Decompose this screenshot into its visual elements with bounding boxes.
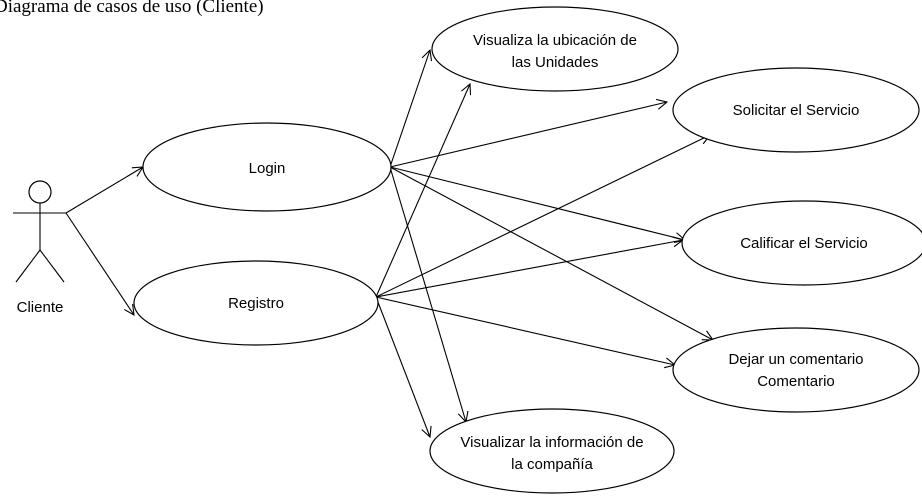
- association-registro-to-solicitar: [375, 135, 710, 298]
- actor-label: Cliente: [17, 299, 64, 316]
- usecase-calificar[interactable]: Calificar el Servicio: [681, 200, 922, 286]
- usecase-solicitar[interactable]: Solicitar el Servicio: [672, 67, 920, 153]
- association-login-to-comentario: [389, 166, 713, 340]
- usecase-comentario[interactable]: Dejar un comentario Comentario: [672, 327, 920, 413]
- association-actor-to-login: [65, 167, 143, 214]
- association-login-to-visualiza_ubicacion: [389, 50, 430, 168]
- usecase-registro[interactable]: Registro: [133, 260, 379, 346]
- usecase-login[interactable]: Login: [142, 122, 392, 212]
- association-login-to-solicitar: [389, 102, 667, 168]
- actor-cliente[interactable]: Cliente: [13, 180, 66, 316]
- association-registro-to-informacion: [375, 296, 430, 437]
- usecase-visualiza-ubicacion-line2: las Unidades: [512, 54, 599, 71]
- usecase-login-label: Login: [249, 160, 286, 177]
- association-login-to-calificar: [389, 166, 685, 240]
- usecase-informacion[interactable]: Visualizar la información de la compañía: [429, 408, 675, 494]
- usecase-informacion-line1: Visualizar la información de: [460, 434, 643, 451]
- usecase-calificar-label: Calificar el Servicio: [740, 235, 868, 252]
- associations-layer: [65, 50, 713, 437]
- usecase-solicitar-label: Solicitar el Servicio: [733, 102, 860, 119]
- usecase-visualiza-ubicacion[interactable]: Visualiza la ubicación de las Unidades: [431, 6, 679, 92]
- association-registro-to-comentario: [375, 296, 675, 365]
- association-actor-to-registro: [65, 212, 134, 315]
- association-registro-to-visualiza_ubicacion: [375, 84, 470, 298]
- usecase-visualiza-ubicacion-line1: Visualiza la ubicación de: [473, 32, 637, 49]
- usecase-informacion-line2: la compañía: [511, 456, 593, 473]
- association-registro-to-calificar: [375, 240, 683, 298]
- usecase-comentario-line2: Comentario: [757, 373, 835, 390]
- usecase-comentario-line1: Dejar un comentario: [728, 351, 863, 368]
- usecase-registro-label: Registro: [228, 295, 284, 312]
- diagram-title: Diagrama de casos de uso (Cliente): [0, 0, 264, 17]
- association-login-to-informacion: [389, 166, 466, 422]
- stick-figure-icon: [13, 180, 66, 283]
